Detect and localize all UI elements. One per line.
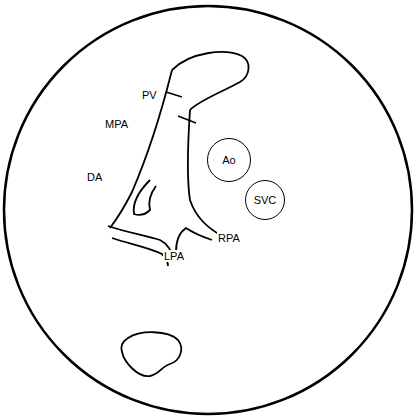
inner-hook (134, 180, 156, 215)
vessel-circle: SVC (245, 180, 285, 220)
part-label: LPA (163, 250, 185, 262)
valve-line (166, 92, 182, 97)
vessel-label: SVC (254, 194, 277, 206)
part-label: RPA (217, 232, 241, 244)
part-label: PV (141, 89, 158, 101)
valve-line (178, 116, 196, 123)
mpa-left-wall (110, 70, 172, 228)
vessel-label: Ao (222, 154, 235, 166)
field-circle (4, 6, 412, 414)
part-label: MPA (104, 118, 129, 130)
bottom-structure (121, 332, 181, 376)
vessel-circle: Ao (207, 138, 251, 182)
rpa-branch (176, 228, 212, 252)
part-label: DA (86, 171, 103, 183)
pulmonary-trunk-top (172, 52, 249, 110)
lpa-inner (112, 238, 168, 266)
